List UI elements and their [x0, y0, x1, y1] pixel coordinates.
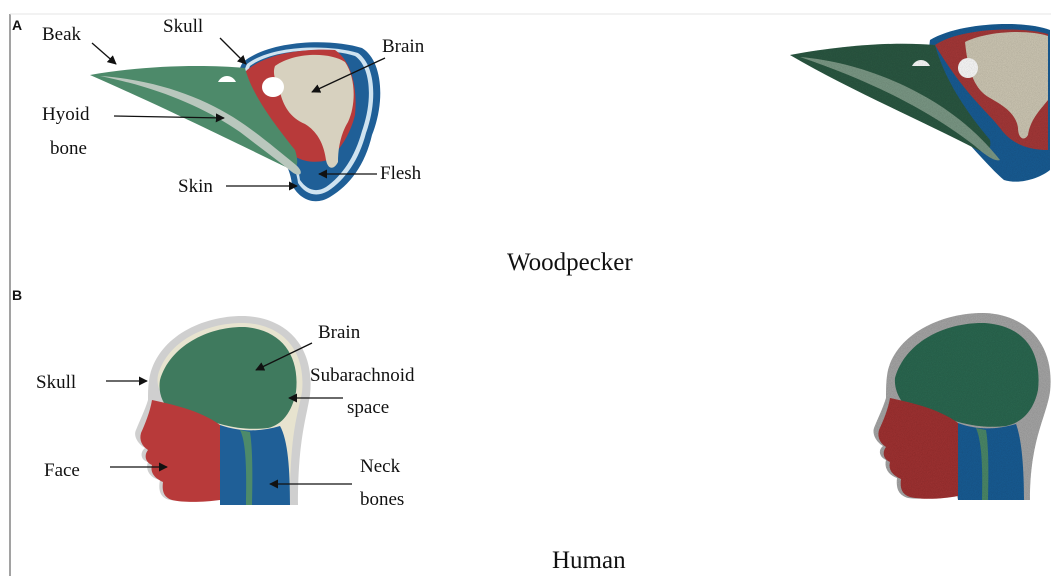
- human-neck: [220, 425, 290, 505]
- arrow-beak: [92, 43, 116, 64]
- label-skin: Skin: [178, 176, 213, 197]
- caption-human: Human: [552, 547, 626, 574]
- human-mesh-neck: [958, 423, 1024, 500]
- label-hyoid-line1: Hyoid: [42, 104, 90, 125]
- human-mesh-model: [873, 313, 1050, 500]
- caption-woodpecker: Woodpecker: [507, 249, 633, 276]
- label-brain-human: Brain: [318, 322, 361, 343]
- human-schematic: [135, 316, 311, 505]
- woodpecker-schematic: [90, 42, 380, 201]
- woodpecker-eye-socket: [262, 77, 284, 97]
- label-hyoid-line2: bone: [50, 138, 87, 159]
- label-subarachnoid-line2: space: [347, 397, 389, 418]
- arrow-skull-woodpecker: [220, 38, 246, 64]
- woodpecker-mesh-model: [790, 24, 1050, 182]
- label-neck-line2: bones: [360, 489, 404, 510]
- panel-b-letter: B: [12, 287, 22, 303]
- label-skull-woodpecker: Skull: [163, 16, 203, 37]
- label-beak: Beak: [42, 24, 82, 45]
- label-brain-woodpecker: Brain: [382, 36, 425, 57]
- panel-a-letter: A: [12, 17, 22, 33]
- label-flesh: Flesh: [380, 163, 422, 184]
- label-neck-line1: Neck: [360, 456, 401, 477]
- label-skull-human: Skull: [36, 372, 76, 393]
- label-face: Face: [44, 460, 80, 481]
- label-subarachnoid-line1: Subarachnoid: [310, 365, 415, 386]
- woodpecker-mesh-eye: [958, 58, 978, 78]
